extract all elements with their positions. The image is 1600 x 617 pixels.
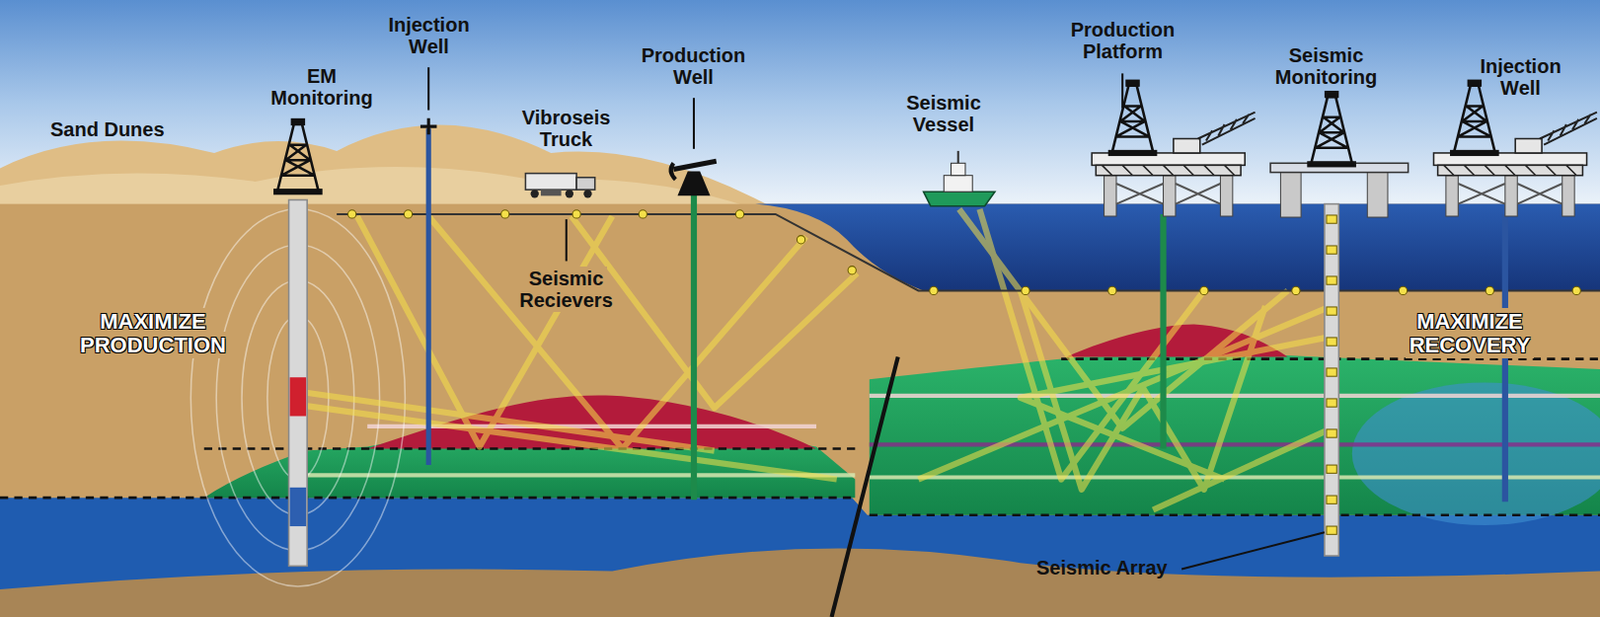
label-box: Seismic Monitoring bbox=[1264, 44, 1388, 88]
seismic-rays bbox=[305, 209, 1332, 511]
em-source bbox=[290, 377, 307, 416]
injection-front bbox=[1352, 381, 1600, 526]
label-box: Vibroseis Truck bbox=[509, 106, 623, 151]
sky bbox=[0, 0, 1600, 210]
label-text: Seismic Monitoring bbox=[1275, 44, 1377, 88]
seismic-array-well bbox=[1324, 204, 1339, 556]
label-text: Injection Well bbox=[1479, 55, 1561, 99]
label-text: Seismic Vessel bbox=[906, 91, 982, 136]
label-box: Seismic Vessel bbox=[889, 91, 998, 136]
em-derrick bbox=[273, 118, 323, 195]
label-text: EM Monitoring bbox=[270, 65, 373, 109]
label-box: MAXIMIZE PRODUCTION bbox=[64, 309, 242, 358]
label-text: Production Platform bbox=[1070, 18, 1176, 63]
reflector-lines bbox=[305, 474, 1600, 477]
production-platform bbox=[1091, 79, 1255, 217]
fault-line bbox=[832, 357, 899, 617]
monitoring-platform bbox=[1270, 90, 1409, 218]
label-box: Injection Well bbox=[372, 13, 486, 58]
label-text: Injection Well bbox=[387, 13, 469, 58]
injection-well-left bbox=[426, 128, 432, 465]
sea bbox=[755, 204, 1600, 292]
seismic-vessel bbox=[923, 151, 995, 207]
label-text: MAXIMIZE RECOVERY bbox=[1405, 307, 1535, 359]
label-text: Seismic Array bbox=[1036, 556, 1168, 579]
label-box: Seismic Array bbox=[1036, 556, 1168, 579]
label-text: Sand Dunes bbox=[50, 118, 165, 141]
em-well bbox=[289, 199, 308, 566]
boundary-dashes bbox=[0, 359, 1600, 516]
label-box: Production Well bbox=[631, 44, 756, 88]
label-box: MAXIMIZE RECOVERY bbox=[1380, 309, 1559, 358]
em-receiver bbox=[290, 487, 307, 527]
sand-dune-front bbox=[0, 166, 756, 210]
label-text: Seismic Recievers bbox=[515, 266, 617, 312]
production-well-left bbox=[690, 189, 697, 500]
pumpjack bbox=[671, 160, 717, 196]
label-text: Vibroseis Truck bbox=[522, 106, 611, 151]
vibroseis-truck bbox=[525, 173, 595, 199]
reflector-lines bbox=[367, 395, 1600, 427]
seismic-array-dots bbox=[1326, 215, 1337, 534]
label-box: Injection Well bbox=[1463, 55, 1578, 99]
injection-platform bbox=[1433, 79, 1597, 217]
production-well-right bbox=[1159, 214, 1166, 450]
label-text: Production Well bbox=[641, 44, 747, 88]
reflector-lines bbox=[869, 442, 1600, 447]
bedrock bbox=[0, 548, 1600, 617]
label-box: EM Monitoring bbox=[262, 65, 381, 109]
label-box: Sand Dunes bbox=[50, 118, 165, 141]
label-box: Seismic Recievers bbox=[504, 267, 628, 311]
wellhead bbox=[420, 118, 438, 136]
ground bbox=[0, 204, 1600, 617]
label-box: Production Platform bbox=[1061, 18, 1185, 63]
leader-lines bbox=[428, 67, 1325, 569]
label-text: MAXIMIZE PRODUCTION bbox=[76, 307, 230, 359]
